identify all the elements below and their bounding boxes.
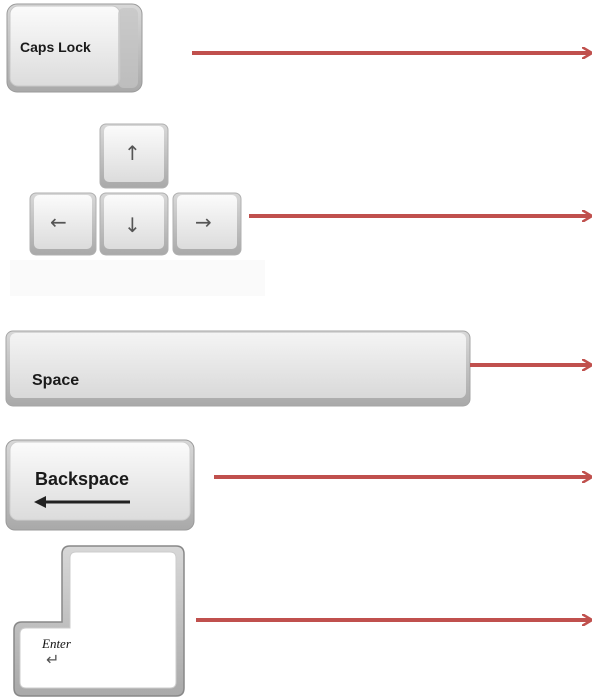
enter-key: Enter ↵ xyxy=(13,545,185,697)
arrow-left-key: ← xyxy=(29,192,97,256)
arrow-right-icon: → xyxy=(195,210,212,234)
backspace-key: Backspace xyxy=(5,439,195,531)
arrow-up-icon: ↑ xyxy=(124,141,141,165)
space-label: Space xyxy=(32,372,79,389)
reflection-shadow xyxy=(10,260,265,296)
arrow-left-icon: ← xyxy=(50,210,67,234)
arrow-down-key: ↓ xyxy=(99,192,169,256)
backspace-arrow-icon xyxy=(34,496,130,508)
arrow-keys-cluster: ↑ ← ↓ → xyxy=(10,123,265,296)
enter-return-icon: ↵ xyxy=(46,650,59,669)
space-key: Space xyxy=(5,330,471,407)
arrow-right-key: → xyxy=(172,192,242,256)
enter-label: Enter xyxy=(41,636,72,651)
backspace-label: Backspace xyxy=(35,469,129,489)
arrow-down-icon: ↓ xyxy=(124,213,141,237)
arrow-up-key: ↑ xyxy=(99,123,169,189)
caps-lock-key: Caps Lock xyxy=(6,3,143,93)
caps-lock-label: Caps Lock xyxy=(20,39,91,55)
